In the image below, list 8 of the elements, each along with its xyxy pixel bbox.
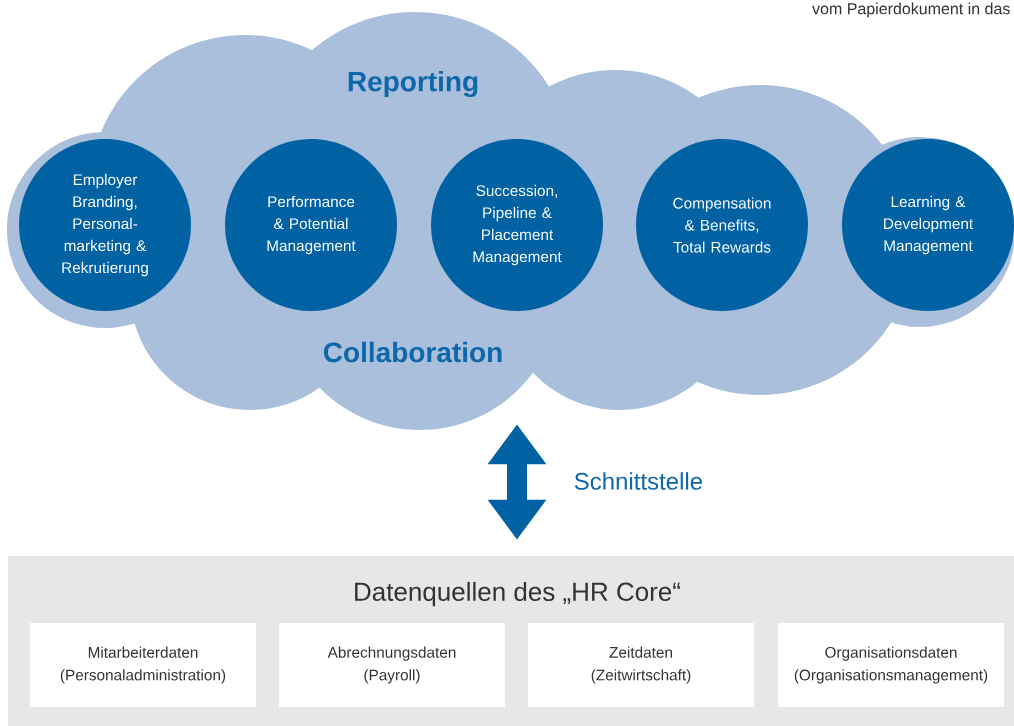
data-box: Mitarbeiterdaten (Personaladministration): [30, 623, 256, 707]
cloud-heading: Collaboration: [323, 341, 502, 363]
data-box: Zeitdaten (Zeitwirtschaft): [528, 623, 754, 707]
edge-label: Schnittstelle: [574, 472, 703, 490]
data-box: Organisationsdaten (Organisationsmanagement): [778, 623, 1004, 707]
cloud-heading: Reporting: [348, 70, 478, 98]
page-text: vom Papierdokument in das: [812, 2, 1010, 18]
data-box: Abrechnungsdaten (Payroll): [279, 623, 505, 707]
